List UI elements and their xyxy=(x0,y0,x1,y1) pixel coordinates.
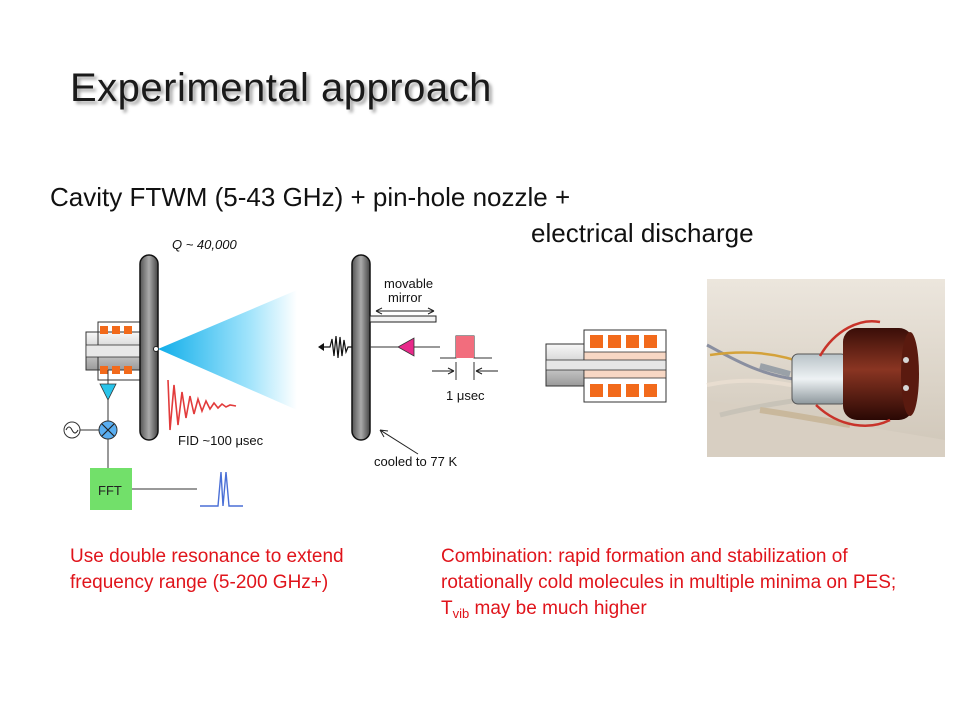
movable-arrow xyxy=(375,307,435,315)
cooled-arrow xyxy=(379,429,419,455)
pulse-arrow xyxy=(318,343,324,351)
fid-waveform xyxy=(167,379,237,431)
slide-title: Experimental approach xyxy=(70,66,492,110)
t-vib-subscript: vib xyxy=(452,606,470,621)
fid-label: FID ~100 μsec xyxy=(178,433,264,448)
spectrum-trace xyxy=(200,471,243,507)
note-double-resonance: Use double resonance to extend frequency… xyxy=(70,546,344,593)
amplifier-right xyxy=(397,337,415,357)
cooled-label: cooled to 77 K xyxy=(374,454,457,469)
enlarged-nozzle xyxy=(545,329,667,403)
note-combination: Combination: rapid formation and stabili… xyxy=(441,544,901,622)
gas-beam xyxy=(158,290,297,410)
right-mirror xyxy=(351,254,371,441)
note-combination-text: Combination: rapid formation and stabili… xyxy=(441,546,897,619)
sine-icon xyxy=(65,426,79,434)
note-combination-tail: may be much higher xyxy=(469,598,647,619)
subtitle-line-2: electrical discharge xyxy=(531,218,754,248)
pulse-width-label: 1 μsec xyxy=(446,388,485,403)
pulse-width-arrows xyxy=(432,367,498,375)
movable-mirror-label-1: movable xyxy=(384,276,433,291)
mirror-rod xyxy=(369,315,437,323)
fft-label: FFT xyxy=(98,483,122,498)
left-nozzle xyxy=(85,321,145,381)
subtitle-line-1: Cavity FTWM (5-43 GHz) + pin-hole nozzle… xyxy=(50,182,571,212)
amplifier-left xyxy=(99,383,117,401)
movable-mirror-label-2: mirror xyxy=(388,290,423,305)
excitation-pulse xyxy=(320,335,352,359)
pulse-fill xyxy=(456,336,474,358)
fft-box xyxy=(90,468,132,510)
mirror-port xyxy=(153,346,159,352)
nozzle-photo xyxy=(706,279,945,457)
q-factor-label: Q ~ 40,000 xyxy=(172,237,237,252)
